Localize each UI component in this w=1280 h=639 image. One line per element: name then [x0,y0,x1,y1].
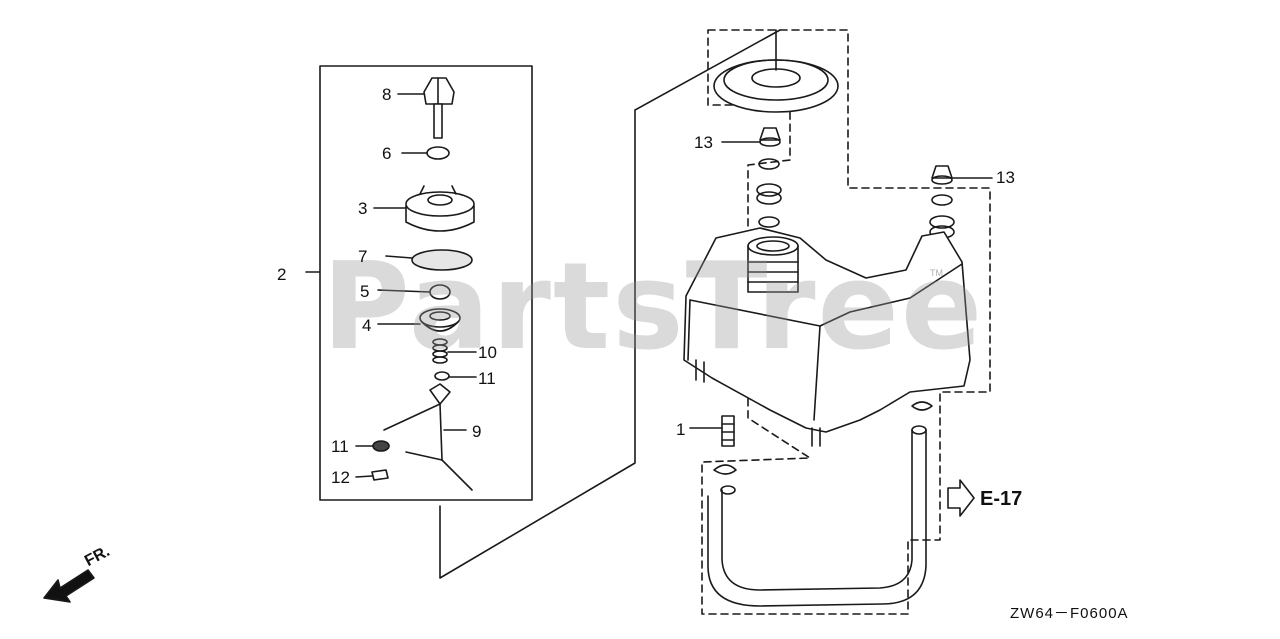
callout-4: 4 [362,316,372,335]
drawing-code: ZW64－F0600A [1010,605,1129,622]
callout-10: 10 [478,343,497,362]
fuel-hose-part [707,401,933,607]
gasket-seat-part [419,308,461,332]
left-cap-nut-part [756,127,782,228]
retaining-strap-part [383,383,473,491]
tank-group-boundary [701,29,991,615]
vent-knob-part [423,77,455,139]
reference-arrow-icon [947,479,975,517]
callout-1: 1 [676,420,686,439]
reference-label: E-17 [980,488,1023,510]
callout-12: 12 [331,468,350,487]
callout-9: 9 [472,422,482,441]
clip-part [371,469,389,481]
small-ring-part [429,284,451,300]
callout-8: 8 [382,85,392,104]
callout-13-left: 13 [694,133,713,152]
callout-11-lower: 11 [331,437,349,456]
spring-part [432,338,448,364]
group-connector-line [439,29,781,579]
callout-2: 2 [277,265,287,284]
callout-7: 7 [358,247,368,266]
grommet-plate-part [713,29,839,113]
upper-washer-part [434,371,450,381]
filter-disc-part [411,249,473,271]
washer-part [426,146,450,160]
right-cap-nut-part [929,165,955,239]
fuel-cap-part [405,185,475,232]
callout-13-right: 13 [996,168,1015,187]
callout-5: 5 [360,282,370,301]
front-arrow-icon [43,569,95,603]
callout-3: 3 [358,199,368,218]
trademark-mark: TM [930,268,943,278]
callout-6: 6 [382,144,392,163]
callout-11-upper: 11 [478,369,496,388]
lower-washer-part [372,440,390,452]
cap-assembly-frame [319,65,533,501]
fuel-tank-part [683,227,971,447]
fuel-strainer-part [721,415,735,447]
